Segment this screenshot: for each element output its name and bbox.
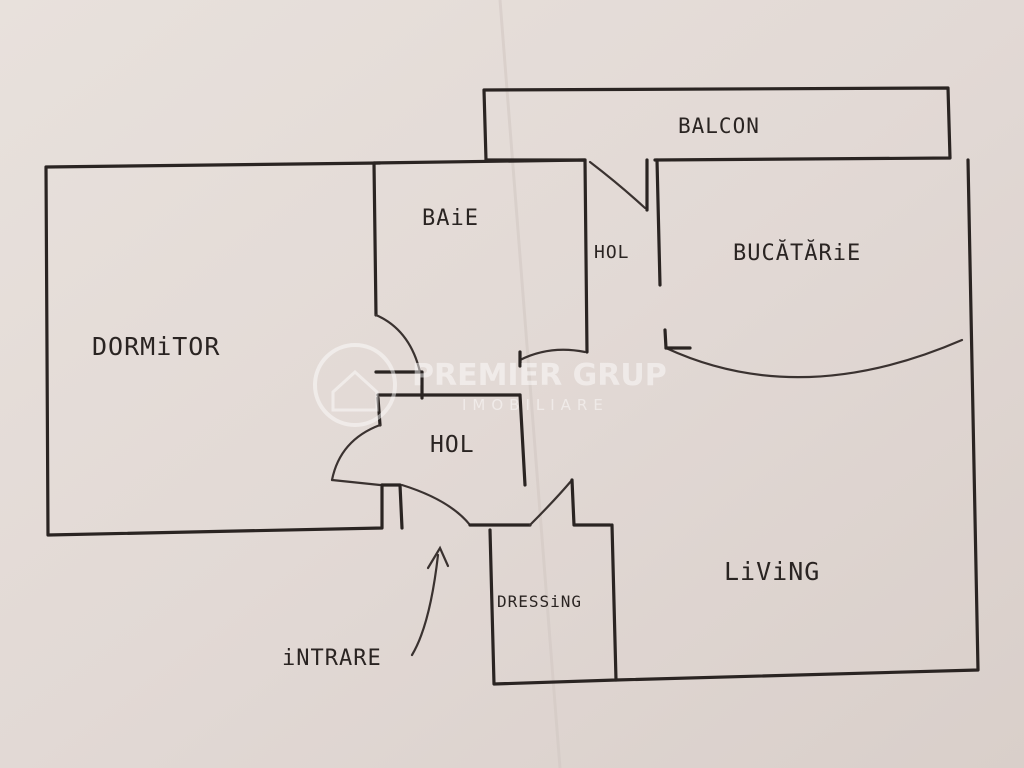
room-label-balcon: BALCON [678, 114, 760, 138]
balcon-door-swing [588, 160, 647, 210]
entrance-label: iNTRARE [282, 646, 382, 671]
entrance-arrow-head [426, 545, 450, 570]
dressing-door-jamb [570, 478, 612, 527]
room-label-living: LiViNG [724, 557, 820, 586]
hol-door-swing [518, 348, 587, 362]
entrance-jamb-left [380, 483, 404, 530]
dormitor-door-swing [330, 423, 382, 482]
dressing-door-swing [528, 478, 574, 527]
dormitor-baie-wall [372, 161, 378, 317]
watermark-logo-icon [313, 343, 397, 427]
dormitor-walls [44, 161, 384, 537]
room-label-hol-top: HOL [594, 242, 630, 263]
watermark: PREMIER GRUP IMOBILIARE [313, 343, 667, 427]
room-label-hol-center: HOL [430, 432, 475, 458]
living-walls [614, 158, 980, 682]
bucatarie-left-wall [655, 158, 662, 287]
dressing-walls [488, 523, 618, 686]
balcon-walls [482, 86, 952, 162]
dormitor-hol-wall [376, 396, 382, 427]
bucatarie-left-stub [663, 328, 668, 350]
room-label-dormitor: DORMiTOR [92, 332, 220, 361]
baie-door-swing [374, 313, 422, 374]
hol-right-wall [518, 393, 527, 487]
paper-fold [498, 0, 562, 768]
watermark-brand: PREMIER GRUP [412, 358, 667, 393]
room-label-bucatarie: BUCĂTĂRiE [733, 240, 861, 266]
watermark-house-icon [331, 369, 379, 412]
entrance-door-swing [400, 483, 472, 527]
entrance-arrow-shaft [410, 553, 440, 657]
room-label-dressing: DRESSiNG [497, 592, 582, 611]
room-label-baie: BAiE [422, 206, 479, 231]
baie-door-jamb [374, 370, 424, 400]
dormitor-door-leaf [330, 478, 382, 487]
watermark-sub: IMOBILIARE [462, 396, 609, 414]
bucatarie-arc [664, 338, 964, 379]
